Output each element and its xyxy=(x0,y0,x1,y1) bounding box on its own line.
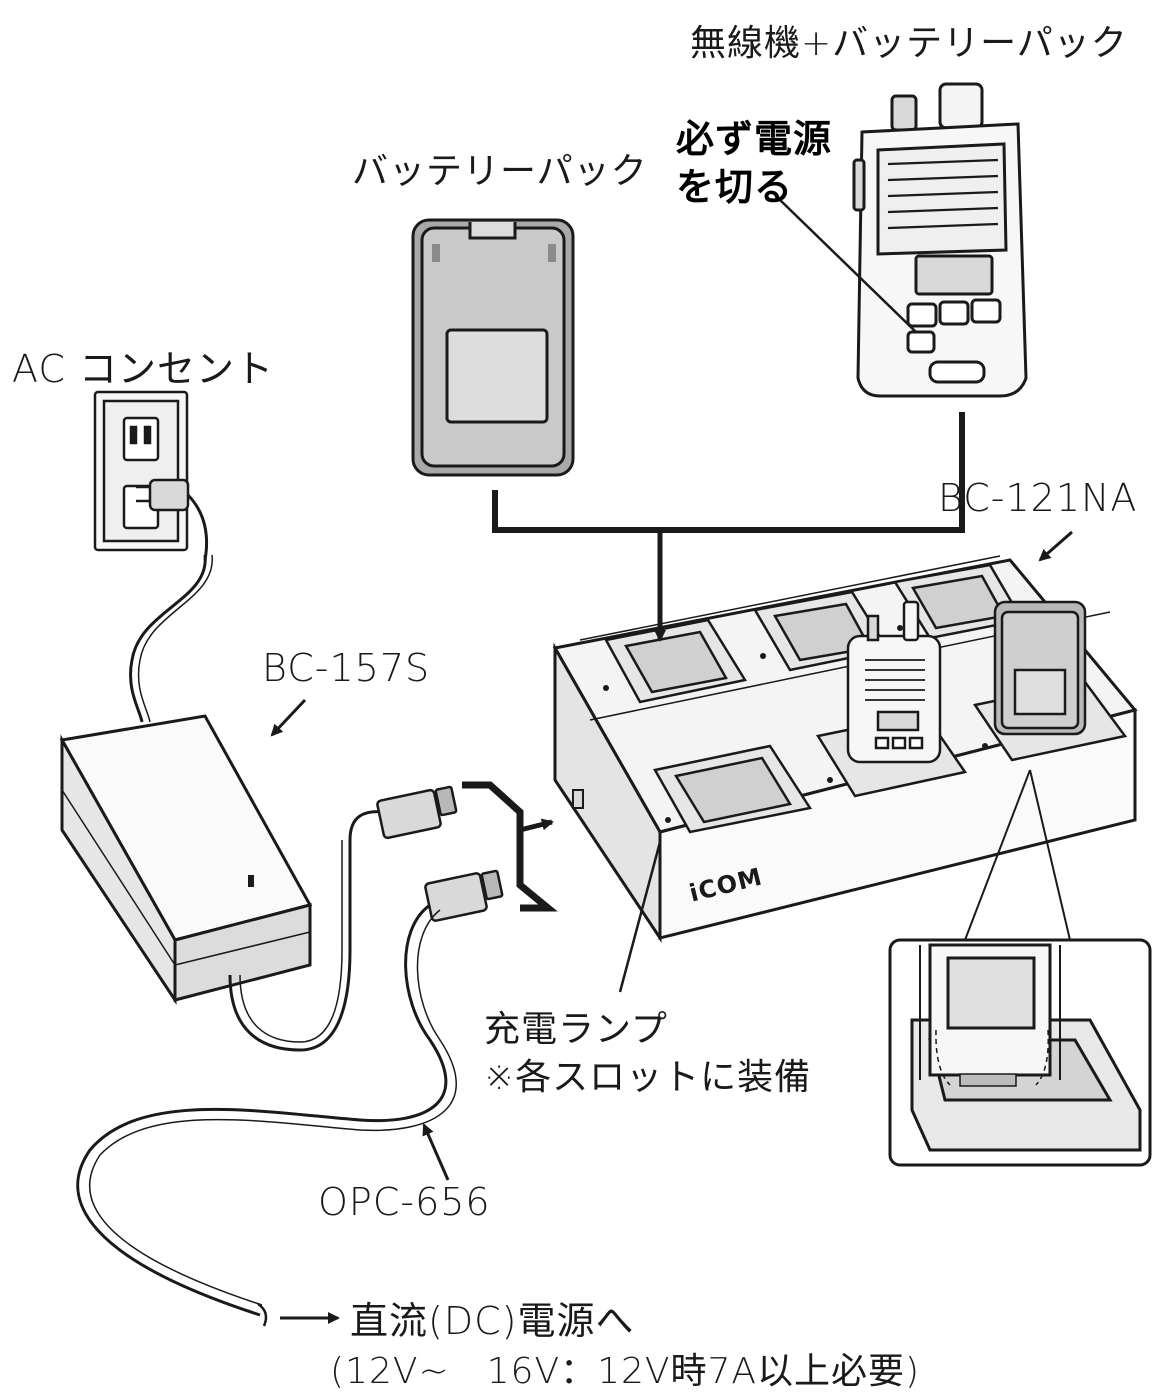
ac-outlet xyxy=(93,390,189,552)
label-charger-model: BC-121NA xyxy=(938,476,1138,520)
battery-pack xyxy=(411,218,575,477)
adapter-output-cable xyxy=(228,810,386,1052)
label-dc-power-2: (12V~ 16V：12V時7A以上必要) xyxy=(330,1351,921,1392)
radio-transceiver xyxy=(852,82,1028,398)
dc-plug-lower xyxy=(424,869,504,922)
label-battery-pack: バッテリーパック xyxy=(352,151,648,192)
opc-656-cable xyxy=(76,903,448,1317)
insert-bracket xyxy=(492,412,965,533)
label-dc-power-1: 直流(DC)電源へ xyxy=(350,1299,635,1343)
battery-in-charger xyxy=(993,600,1087,736)
ac-cord xyxy=(129,554,207,723)
label-radio-battery: 無線機+バッテリーパック xyxy=(690,23,1128,64)
label-power-off-1: 必ず電源 xyxy=(676,117,833,161)
label-charge-lamp-1: 充電ランプ xyxy=(484,1009,668,1050)
label-power-off-2: を切る xyxy=(676,165,794,209)
label-cable-model: OPC-656 xyxy=(318,1180,491,1224)
ac-adapter xyxy=(59,714,313,1005)
ac-plug xyxy=(136,478,209,561)
connection-bracket xyxy=(462,781,558,912)
label-charge-lamp-2: ※各スロットに装備 xyxy=(484,1057,812,1098)
label-adapter-model: BC-157S xyxy=(262,646,431,690)
dc-plug-upper xyxy=(376,785,458,840)
radio-in-charger xyxy=(846,600,942,764)
detail-inset xyxy=(888,938,1152,1167)
charge-lamps xyxy=(603,625,988,823)
label-ac-outlet: AC コンセント xyxy=(12,347,274,391)
